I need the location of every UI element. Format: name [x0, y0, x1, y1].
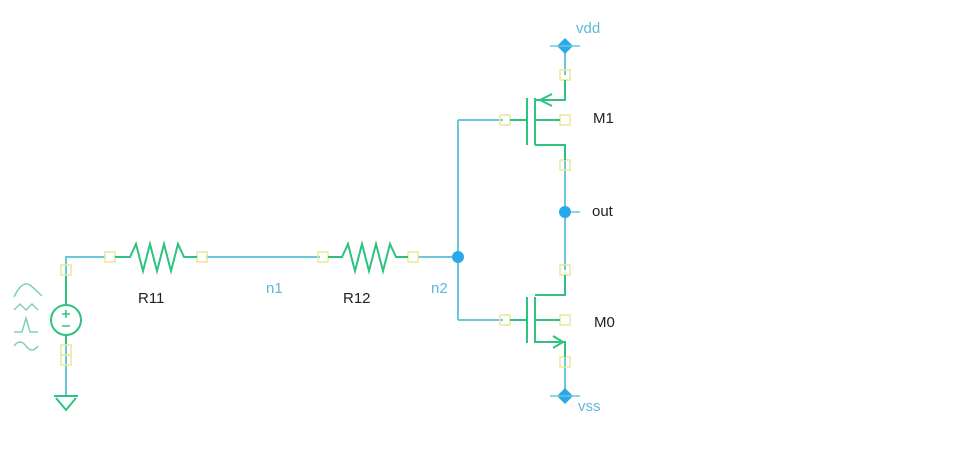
net-label-vss: vss: [578, 398, 601, 415]
waveform-icons: [13, 283, 43, 351]
ground-icon: [54, 395, 78, 412]
pulse-icon: [14, 315, 38, 333]
junction-out[interactable]: [559, 206, 571, 218]
sine-small-icon: [13, 341, 39, 351]
net-label-vdd: vdd: [576, 20, 601, 37]
label-r12: R12: [343, 290, 371, 307]
label-m1: M1: [593, 110, 614, 127]
label-r11: R11: [138, 290, 165, 307]
net-label-n2: n2: [431, 280, 448, 297]
voltage-source[interactable]: [50, 275, 82, 345]
resistor-r11[interactable]: [115, 240, 197, 275]
net-label-n1: n1: [266, 280, 283, 297]
label-m0: M0: [594, 314, 615, 331]
wire-source-top[interactable]: [65, 256, 105, 275]
triangle-wave-icon: [13, 302, 39, 312]
net-label-out: out: [592, 203, 613, 220]
junction-n2[interactable]: [452, 251, 464, 263]
transistor-m0[interactable]: [510, 275, 566, 357]
pins: [60, 69, 571, 368]
resistor-r12[interactable]: [328, 240, 408, 275]
transistor-m1[interactable]: [510, 80, 566, 160]
sine-icon: [13, 283, 43, 298]
